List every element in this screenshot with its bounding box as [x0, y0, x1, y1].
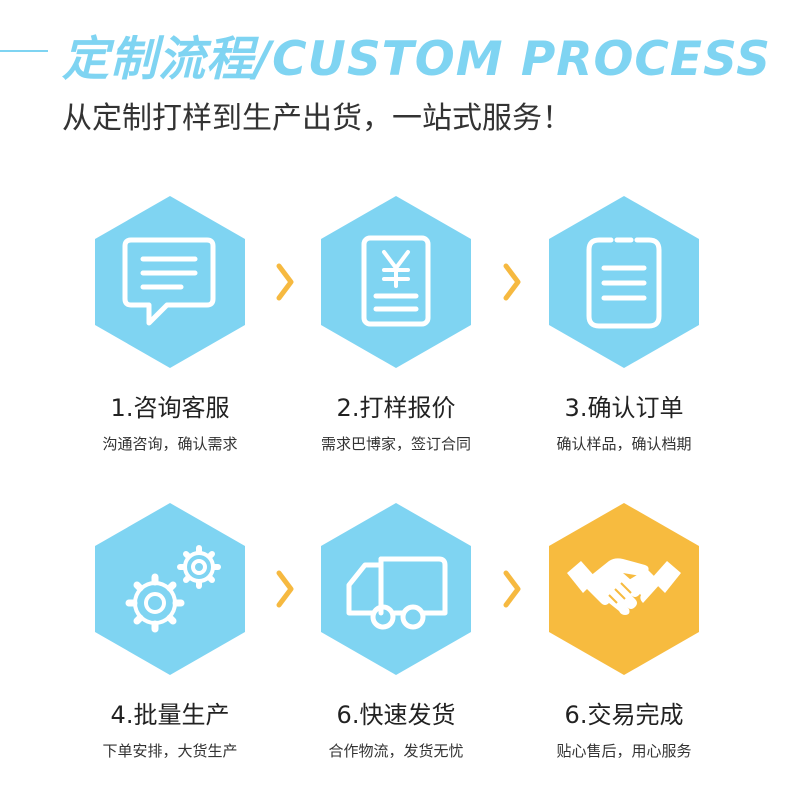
step-5: 6.快速发货 合作物流，发货无忧 — [306, 503, 486, 761]
step-4-title: 4.批量生产 — [110, 701, 230, 729]
yen-document-icon — [361, 235, 431, 327]
step-5-desc: 合作物流，发货无忧 — [328, 742, 464, 760]
step-1-desc: 沟通咨询，确认需求 — [102, 435, 238, 453]
step-6-desc: 贴心售后，用心服务 — [556, 742, 692, 760]
header-accent-line — [0, 50, 48, 52]
step-4: 4.批量生产 下单安排，大货生产 — [80, 503, 260, 761]
step-6-title: 6.交易完成 — [564, 701, 684, 729]
step-5-hexagon — [321, 503, 471, 675]
step-3-hexagon — [549, 196, 699, 368]
step-2-hexagon — [321, 196, 471, 368]
step-3-title: 3.确认订单 — [564, 394, 684, 422]
chevron-right-icon — [276, 570, 294, 608]
step-1-title: 1.咨询客服 — [110, 394, 230, 422]
step-6: 6.交易完成 贴心售后，用心服务 — [534, 503, 714, 761]
step-5-title: 6.快速发货 — [336, 701, 456, 729]
step-2-title: 2.打样报价 — [336, 394, 456, 422]
page-subtitle: 从定制打样到生产出货，一站式服务！ — [62, 101, 572, 136]
step-1-hexagon — [95, 196, 245, 368]
chevron-right-icon — [276, 263, 294, 301]
chat-bubble-icon — [122, 237, 216, 326]
step-4-desc: 下单安排，大货生产 — [102, 742, 238, 760]
page-title: 定制流程/CUSTOM PROCESS — [62, 32, 772, 87]
step-6-hexagon — [549, 503, 699, 675]
gears-icon — [125, 545, 221, 633]
handshake-icon — [567, 558, 681, 615]
truck-icon — [346, 556, 448, 630]
step-4-hexagon — [95, 503, 245, 675]
chevron-right-icon — [503, 263, 521, 301]
step-3-desc: 确认样品，确认档期 — [556, 435, 692, 453]
step-2: 2.打样报价 需求巴博家，签订合同 — [306, 196, 486, 454]
chevron-right-icon — [503, 570, 521, 608]
step-3: 3.确认订单 确认样品，确认档期 — [534, 196, 714, 454]
step-2-desc: 需求巴博家，签订合同 — [320, 435, 471, 453]
step-1: 1.咨询客服 沟通咨询，确认需求 — [80, 196, 260, 454]
clipboard-icon — [586, 237, 662, 329]
